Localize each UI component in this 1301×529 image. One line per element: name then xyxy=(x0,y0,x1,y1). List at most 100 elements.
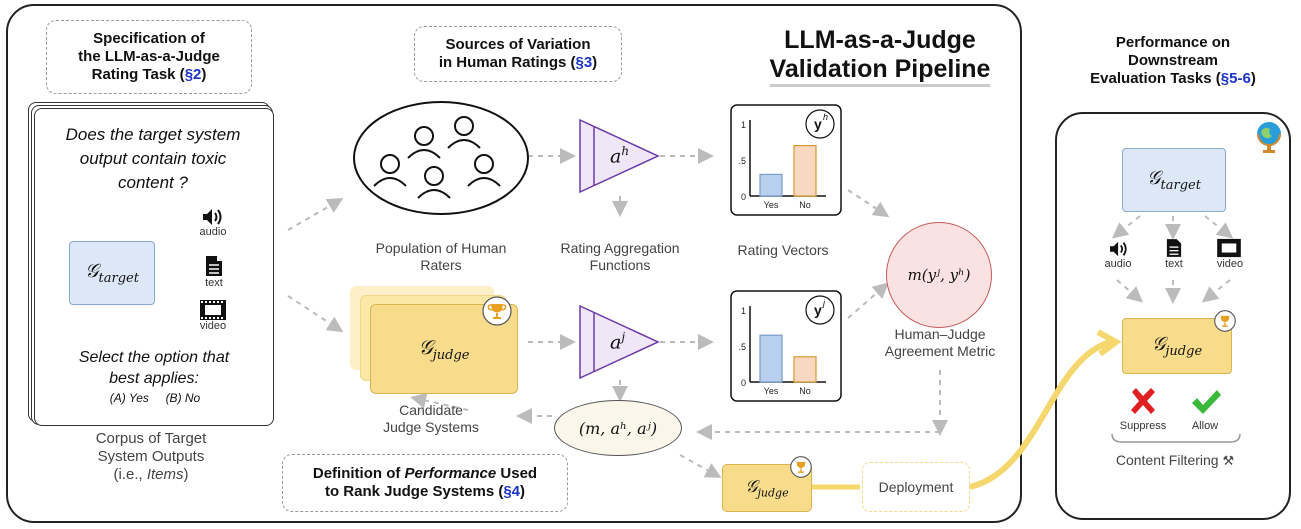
aggregation-line2: Functions xyxy=(589,257,651,273)
aggregation-label: Rating Aggregation Functions xyxy=(540,240,700,274)
target-subscript: target xyxy=(98,270,139,286)
judge-chart-bar xyxy=(793,356,817,383)
video-film-icon xyxy=(200,300,226,320)
corpus-items: Items xyxy=(146,466,184,483)
deployment-label: Deployment xyxy=(878,479,954,495)
judge-chart-bar xyxy=(759,334,783,383)
agreement-line2: Agreement Metric xyxy=(884,343,996,359)
judge-chart-tag-circle xyxy=(805,295,835,325)
corpus-line1: Corpus of Target xyxy=(95,430,207,447)
downstream-target-box: 𝒢target xyxy=(1122,148,1226,212)
downstream-audio-label: audio xyxy=(1104,258,1132,270)
downstream-judge-subscript: judge xyxy=(1165,343,1203,359)
agg-human-base: a xyxy=(610,145,622,168)
perf-section-link[interactable]: §5-6 xyxy=(1220,70,1251,87)
filtering-text: Content Filtering xyxy=(1115,452,1219,468)
judge-chart-tag: y xyxy=(814,302,822,318)
candidate-judge-label: Candidate Judge Systems xyxy=(356,402,506,436)
answer-options: (A) Yes (B) No xyxy=(109,391,201,405)
downstream-video-label: video xyxy=(1216,258,1244,270)
allow-label: Allow xyxy=(1191,420,1219,432)
title-line2: Validation Pipeline xyxy=(769,55,991,87)
agg-judge-sup: j xyxy=(621,330,626,344)
judge-chart-tag-sup: j xyxy=(822,298,826,308)
trophy-icon xyxy=(482,296,512,326)
human-aggregation-icon xyxy=(579,118,660,194)
allow-check-icon xyxy=(1192,390,1221,414)
agreement-metric-circle: m(yʲ, yʰ) xyxy=(886,222,992,328)
aggregation-line1: Rating Aggregation xyxy=(560,240,680,256)
human-chart-tick-label: .5 xyxy=(738,156,746,166)
downstream-text-icon xyxy=(1166,239,1182,257)
corpus-line2: System Outputs xyxy=(97,448,205,465)
agg-judge-base: a xyxy=(610,331,622,354)
tuple-formula: (m, aʰ, aʲ) xyxy=(578,418,658,438)
globe-icon xyxy=(1257,122,1281,153)
spec-close: ) xyxy=(201,66,207,83)
definition-post: Used xyxy=(496,465,538,482)
human-chart-tick-label: 1 xyxy=(741,120,746,130)
judge-chart-tick-label: .5 xyxy=(738,342,746,352)
definition-performance: Performance xyxy=(404,465,497,482)
population-label: Population of Human Raters xyxy=(356,240,526,274)
judge-chart-tick-label: 0 xyxy=(741,378,746,388)
corpus-line3-pre: (i.e., xyxy=(113,466,147,483)
deployed-judge-subscript: judge xyxy=(757,486,789,500)
definition-box: Definition of Performance Used to Rank J… xyxy=(282,454,568,512)
judge-subscript: judge xyxy=(432,348,470,363)
downstream-target-subscript: target xyxy=(1160,177,1201,193)
candidate-line1: Candidate xyxy=(399,402,463,418)
text-label: text xyxy=(205,277,223,289)
spec-line3: Rating Task ( xyxy=(91,66,185,83)
performance-title: Performance on Downstream Evaluation Tas… xyxy=(1060,34,1286,88)
population-line2: Raters xyxy=(420,257,462,273)
suppress-cross-icon xyxy=(1131,388,1155,414)
judge-chart-tick-label: 1 xyxy=(741,306,746,316)
human-chart-category-label: Yes xyxy=(764,200,779,210)
judge-chart-category-label: No xyxy=(799,386,811,396)
downstream-video-icon xyxy=(1217,238,1241,258)
content-filtering-label: Content Filtering ⚒ xyxy=(1100,452,1250,469)
downstream-judge-box: 𝒢judge xyxy=(1122,318,1232,374)
definition-section-link[interactable]: §4 xyxy=(503,483,521,500)
rating-vectors-label: Rating Vectors xyxy=(737,242,829,258)
human-chart-tag-circle xyxy=(805,109,835,139)
human-chart-tag: y xyxy=(814,116,822,132)
sources-line2: in Human Ratings ( xyxy=(438,54,576,71)
pipeline-frame xyxy=(6,4,1022,523)
pipeline-title: LLM-as-a-Judge Validation Pipeline xyxy=(760,26,1000,87)
spec-line1: Specification of xyxy=(93,30,205,47)
deployed-trophy-icon xyxy=(790,456,812,478)
candidate-line2: Judge Systems xyxy=(383,419,479,435)
human-chart-tag-sup: h xyxy=(823,112,828,122)
sources-section-link[interactable]: §3 xyxy=(575,54,593,71)
audio-label: audio xyxy=(199,226,227,238)
corpus-line3-post: ) xyxy=(183,466,189,483)
perf-line1: Performance on xyxy=(1115,34,1231,51)
agreement-label: Human–Judge Agreement Metric xyxy=(870,326,1010,360)
select-instruction: Select the option that best applies: xyxy=(78,349,230,387)
title-line1: LLM-as-a-Judge xyxy=(784,26,976,54)
deployment-box: Deployment xyxy=(862,462,970,512)
sources-close: ) xyxy=(592,54,598,71)
downstream-audio-icon xyxy=(1110,241,1127,257)
human-raters-icon xyxy=(353,101,529,215)
agg-human-sup: h xyxy=(621,144,630,158)
audio-icon xyxy=(203,209,222,225)
specification-box: Specification of the LLM-as-a-Judge Rati… xyxy=(46,20,252,94)
human-chart-bar xyxy=(793,144,817,197)
agg-human-symbol: ah xyxy=(610,144,629,167)
video-label: video xyxy=(199,320,227,332)
perf-line3: Evaluation Tasks ( xyxy=(1090,70,1221,87)
agreement-line1: Human–Judge xyxy=(894,326,986,342)
item-question: Does the target system output contain to… xyxy=(65,125,241,192)
perf-line2: Downstream xyxy=(1127,52,1219,69)
human-chart-bar xyxy=(759,173,783,197)
perf-close: ) xyxy=(1250,70,1256,87)
judge-chart-category-label: Yes xyxy=(764,386,779,396)
definition-line2: to Rank Judge Systems ( xyxy=(324,483,504,500)
spec-section-link[interactable]: §2 xyxy=(184,66,202,83)
spec-line2: the LLM-as-a-Judge xyxy=(78,48,220,65)
